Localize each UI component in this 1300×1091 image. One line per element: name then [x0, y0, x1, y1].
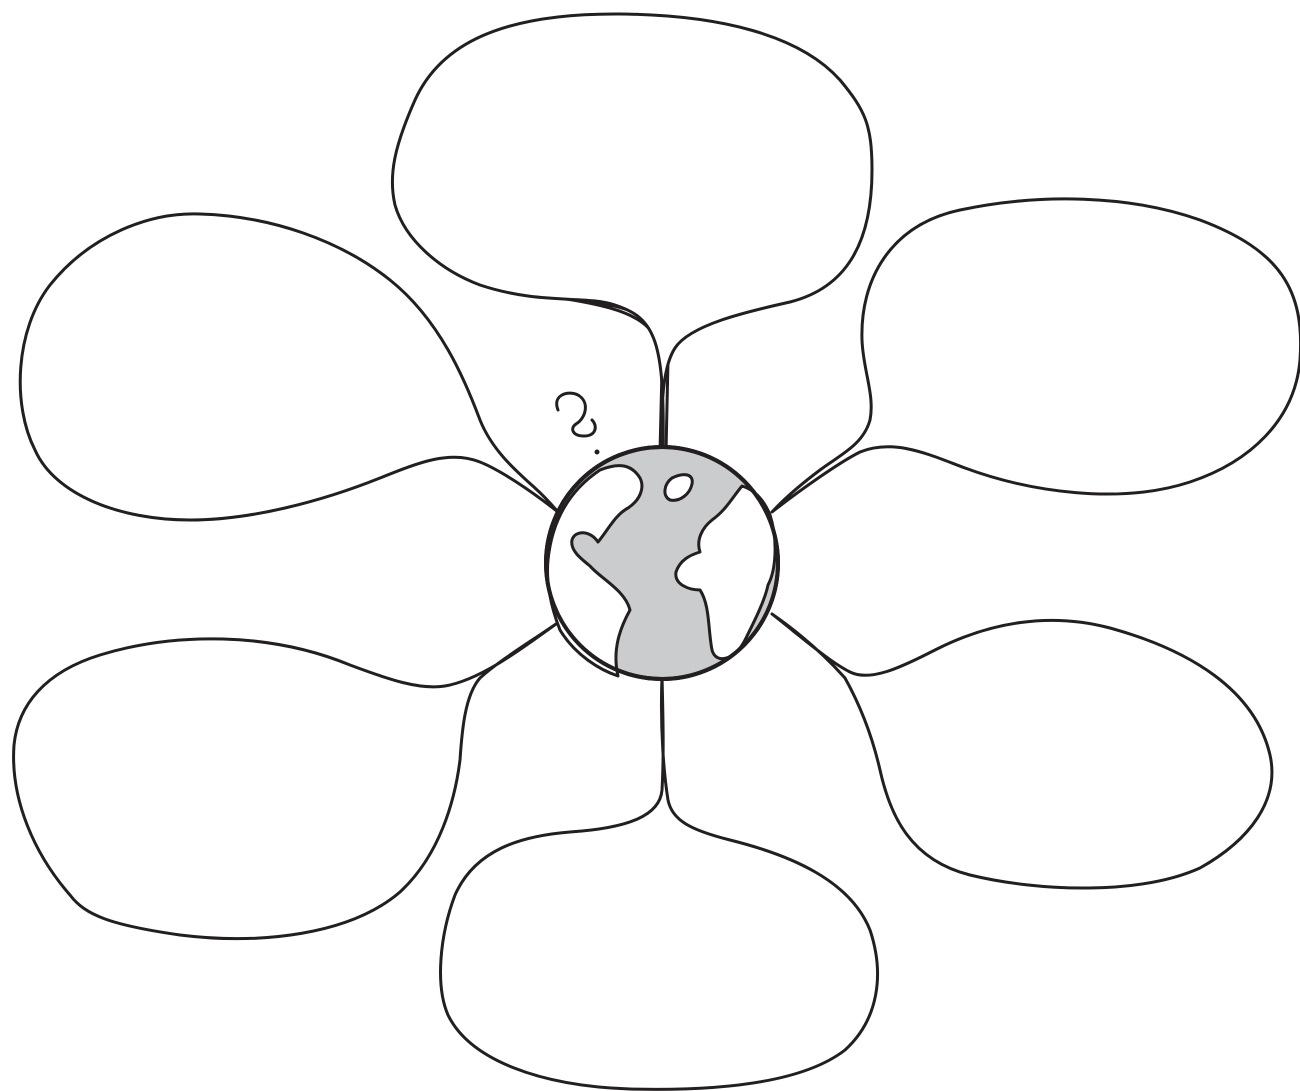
petal-lower-right[interactable] — [772, 614, 1272, 888]
question-mark-icon — [557, 393, 600, 454]
petal-bottom[interactable] — [441, 676, 878, 1089]
globe-icon — [546, 447, 778, 679]
